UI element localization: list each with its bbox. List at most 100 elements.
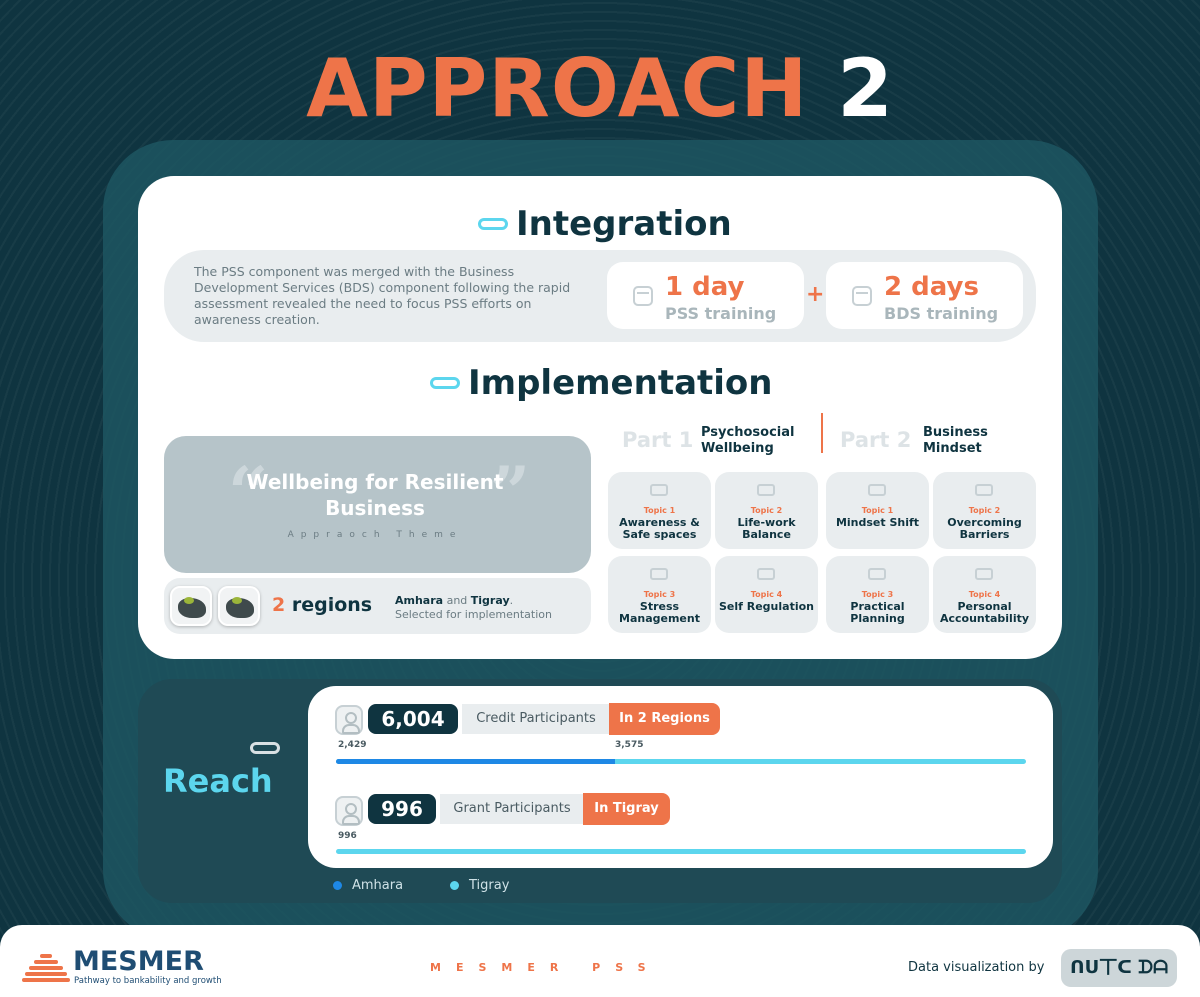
implementation-heading-text: Implementation — [468, 363, 773, 403]
topic-icon — [757, 484, 775, 496]
regions-count-word: regions — [291, 594, 373, 616]
plus-sign: + — [806, 282, 825, 307]
region-amhara: Amhara — [395, 594, 444, 607]
mesmer-logo-text: MESMER — [73, 946, 204, 977]
topic-card: Topic 4 Self Regulation — [715, 556, 818, 633]
footer — [0, 925, 1200, 997]
region-tigray: Tigray — [470, 594, 510, 607]
topic-number: Topic 3 — [861, 590, 894, 599]
topic-card: Topic 2 Overcoming Barriers — [933, 472, 1036, 549]
topic-number: Topic 3 — [643, 590, 676, 599]
topic-card: Topic 3 Practical Planning — [826, 556, 929, 633]
page-title-approach: APPROACH — [306, 42, 809, 135]
topic-icon — [868, 568, 886, 580]
page-title: APPROACH 2 — [0, 42, 1200, 135]
pill-icon — [478, 218, 508, 230]
theme-title: Wellbeing for Resilient Business — [246, 470, 504, 520]
legend-amhara: Amhara — [333, 878, 403, 893]
legend-tigray: Tigray — [450, 878, 509, 893]
part-divider — [821, 413, 823, 453]
topic-name: Overcoming Barriers — [947, 516, 1022, 541]
legend-tigray-label: Tigray — [469, 878, 510, 893]
topic-card: Topic 3 Stress Management — [608, 556, 711, 633]
credit-amhara-value: 2,429 — [338, 740, 367, 750]
reach-heading: Reach — [163, 762, 273, 800]
footer-credit: Data visualization by — [908, 960, 1045, 975]
bds-label: BDS training — [884, 304, 999, 323]
topic-number: Topic 4 — [750, 590, 783, 599]
topic-number: Topic 2 — [750, 506, 783, 515]
theme-subtitle: Appraoch Theme — [287, 530, 463, 540]
topic-icon — [975, 484, 993, 496]
topic-number: Topic 4 — [968, 590, 1001, 599]
topic-name: Personal Accountability — [939, 600, 1030, 625]
topic-icon — [757, 568, 775, 580]
pss-training-box: 1 day PSS training — [607, 262, 804, 329]
regions-note: Selected for implementation — [395, 608, 552, 621]
region-and: and — [446, 594, 468, 607]
integration-description: The PSS component was merged with the Bu… — [194, 264, 571, 327]
part2-label: Part 2 — [840, 428, 912, 452]
legend-amhara-label: Amhara — [352, 878, 404, 893]
regions-count-number: 2 — [272, 594, 286, 616]
person-icon — [335, 796, 363, 826]
grant-tigray-value: 996 — [338, 831, 357, 841]
credit-bar-amhara-fill — [336, 759, 616, 764]
topic-card: Topic 4 Personal Accountability — [933, 556, 1036, 633]
regions-description: Amhara and Tigray. Selected for implemen… — [395, 594, 552, 622]
pss-label: PSS training — [665, 304, 777, 323]
credit-total: 6,004 — [368, 704, 458, 734]
topic-icon — [650, 484, 668, 496]
integration-heading: Integration — [478, 204, 732, 244]
topic-icon — [650, 568, 668, 580]
open-quote-icon: “ — [228, 451, 269, 534]
calendar-icon — [633, 286, 653, 306]
grant-bar — [336, 849, 1026, 854]
grant-badge: In Tigray — [583, 793, 670, 825]
integration-heading-text: Integration — [516, 204, 732, 244]
topic-card: Topic 2 Life-work Balance — [715, 472, 818, 549]
topic-card: Topic 1 Mindset Shift — [826, 472, 929, 549]
credit-label: Credit Participants — [462, 704, 610, 734]
part2-title: Business Mindset — [923, 425, 988, 456]
credit-badge: In 2 Regions — [609, 703, 720, 735]
pss-days: 1 day — [665, 272, 745, 302]
footer-center-text: MESMER PSS — [430, 961, 661, 974]
page-title-number: 2 — [837, 42, 894, 135]
grant-label: Grant Participants — [440, 794, 584, 824]
tigray-dot — [450, 881, 459, 890]
topic-number: Topic 1 — [861, 506, 894, 515]
topic-name: Mindset Shift — [835, 516, 920, 529]
tigray-map-icon — [218, 586, 260, 626]
theme-box — [164, 436, 591, 573]
pill-icon — [250, 742, 280, 754]
topic-number: Topic 1 — [643, 506, 676, 515]
regions-count: 2 regions — [272, 594, 372, 616]
credit-bar — [336, 759, 1026, 764]
person-icon — [335, 705, 363, 735]
part1-label: Part 1 — [622, 428, 694, 452]
bds-days: 2 days — [884, 272, 979, 302]
partner-logo: ᑎᑌ丅ᑕ ᗪᗩ — [1061, 949, 1177, 987]
bds-training-box: 2 days BDS training — [826, 262, 1023, 329]
topic-icon — [868, 484, 886, 496]
topic-number: Topic 2 — [968, 506, 1001, 515]
topic-icon — [975, 568, 993, 580]
credit-tigray-value: 3,575 — [615, 740, 644, 750]
topic-name: Awareness & Safe spaces — [619, 516, 700, 541]
amhara-dot — [333, 881, 342, 890]
topic-name: Life-work Balance — [737, 516, 796, 541]
part1-title: Psychosocial Wellbeing — [701, 425, 795, 456]
topic-name: Self Regulation — [718, 600, 814, 613]
grant-total: 996 — [368, 794, 436, 824]
implementation-heading: Implementation — [430, 363, 773, 403]
region-tail: . — [509, 594, 514, 607]
pill-icon — [430, 377, 460, 389]
close-quote-icon: ” — [490, 451, 531, 534]
calendar-icon — [852, 286, 872, 306]
topic-name: Stress Management — [619, 600, 700, 625]
topic-name: Practical Planning — [850, 600, 905, 625]
mesmer-tagline: Pathway to bankability and growth — [74, 976, 222, 986]
topic-card: Topic 1 Awareness & Safe spaces — [608, 472, 711, 549]
mesmer-logo-icon — [22, 954, 70, 982]
